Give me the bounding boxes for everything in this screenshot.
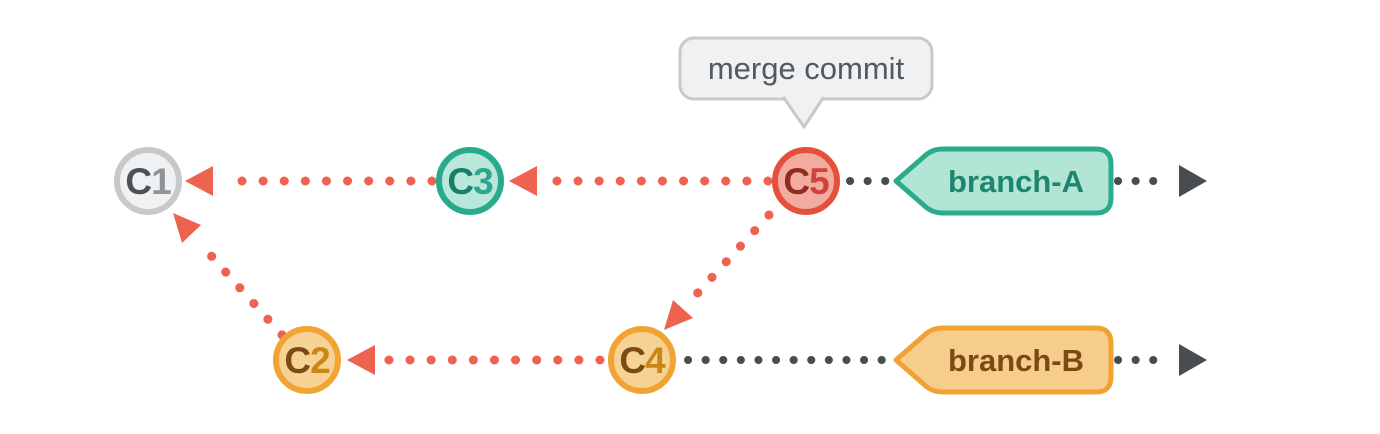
commit-circle-c3	[436, 147, 504, 215]
parent-arrow-c5-to-c3-arrowhead-icon	[509, 166, 537, 196]
timeline-b-arrowhead-icon	[1179, 344, 1207, 376]
branch-tag-a: branch-A	[893, 146, 1114, 216]
commit-node-c5-merge-commit: C5	[772, 147, 840, 215]
tooltip-label: merge commit	[708, 51, 905, 86]
commit-label-c2: C2	[284, 340, 330, 381]
commit-circle-c1	[114, 147, 182, 215]
parent-arrow-c2-to-c1-dots	[201, 245, 287, 340]
commit-node-c3: C3	[436, 147, 504, 215]
commit-label-c5: C5	[783, 161, 829, 202]
commit-circle-c2	[273, 326, 341, 394]
commit-node-c1: C1	[114, 147, 182, 215]
parent-arrow-c3-to-c1-arrowhead-icon	[185, 166, 213, 196]
branch-tag-a-label: branch-A	[948, 164, 1084, 199]
branch-tag-b-shape	[893, 325, 1114, 395]
parent-arrow-c5-to-c4-arrowhead-icon	[664, 300, 693, 330]
timeline-a-arrowhead-icon	[1179, 165, 1207, 197]
tooltip-tail-left-edge	[782, 96, 806, 129]
commit-circle-c4	[608, 326, 676, 394]
commit-label-c4: C4	[619, 340, 666, 381]
tooltip-tail-right-edge	[802, 96, 825, 129]
branch-tag-b-label: branch-B	[948, 343, 1084, 378]
commit-node-c4: C4	[608, 326, 676, 394]
merge-commit-tooltip: merge commit	[678, 36, 934, 129]
branch-tag-a-shape	[893, 146, 1114, 216]
commit-node-c2: C2	[273, 326, 341, 394]
parent-arrow-c4-to-c2-arrowhead-icon	[347, 345, 375, 375]
commit-label-c3: C3	[447, 161, 493, 202]
parent-arrow-c5-to-c4-dots	[689, 210, 774, 302]
parent-arrow-c2-to-c1-arrowhead-icon	[173, 213, 201, 243]
tooltip-tail	[784, 95, 823, 128]
commit-label-c1: C1	[125, 161, 171, 202]
branch-tag-b: branch-B	[893, 325, 1114, 395]
commit-circle-c5	[772, 147, 840, 215]
